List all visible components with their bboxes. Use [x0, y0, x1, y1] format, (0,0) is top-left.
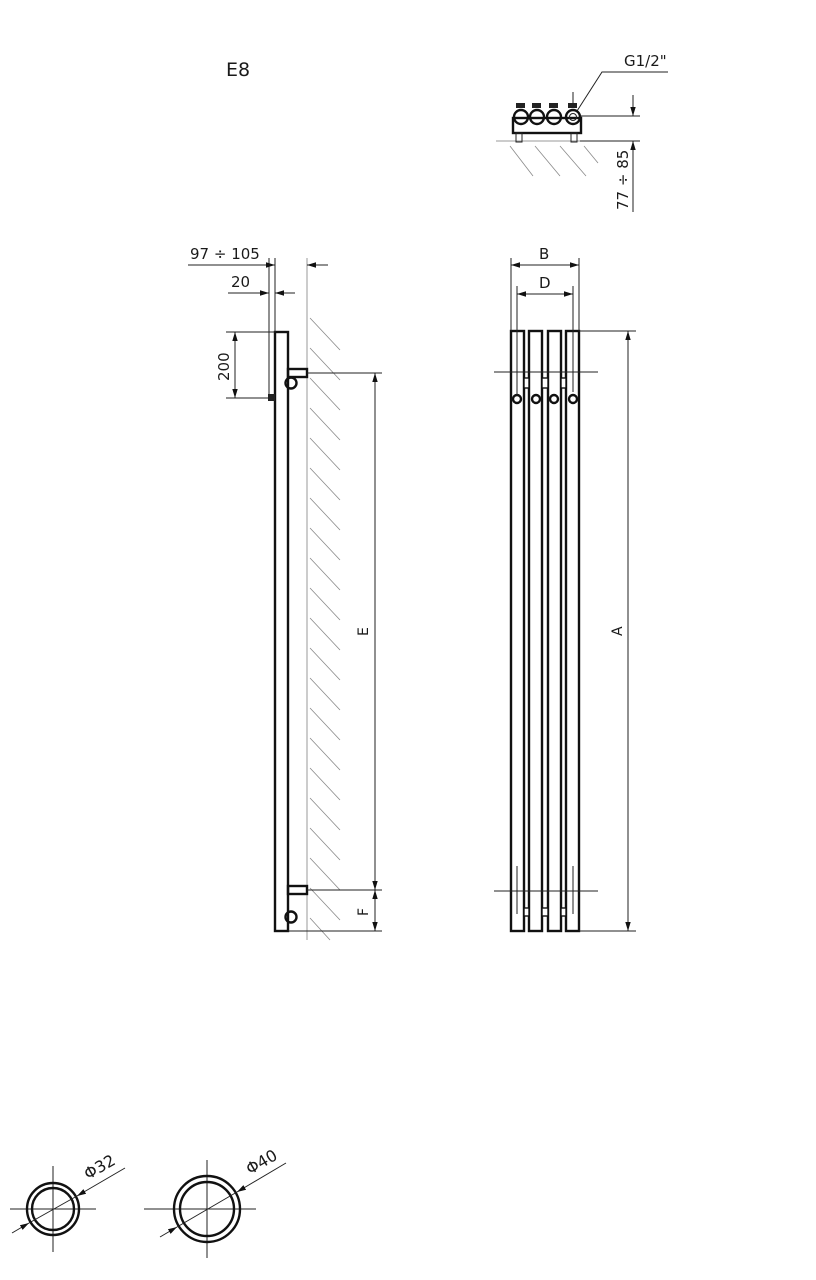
overall-depth-label: 97 ÷ 105 — [190, 245, 260, 263]
top-view: G1/2" 77 ÷ 85 — [496, 52, 668, 212]
top-offset-label: 200 — [215, 352, 233, 381]
bottom-offset-label: F — [356, 908, 372, 916]
pipe-section-40: Φ40 — [144, 1146, 287, 1258]
radiator-tubes — [509, 329, 581, 933]
pipe-diameter-32-label: Φ32 — [81, 1151, 119, 1184]
bracket-span-label: E — [356, 627, 372, 636]
radiator-side-profile — [273, 330, 290, 933]
center-width-label: D — [539, 274, 551, 292]
front-view: B D A — [494, 245, 636, 933]
depth-range-label: 77 ÷ 85 — [614, 150, 632, 210]
overall-width-label: B — [539, 245, 549, 263]
wall-hatch-side — [309, 317, 341, 941]
wall-hatch-top — [509, 145, 599, 177]
pipe-heads — [512, 92, 582, 126]
pipe-section-32: Φ32 — [10, 1151, 126, 1252]
pipe-diameter-40-label: Φ40 — [243, 1146, 281, 1179]
offset-label: 20 — [231, 273, 250, 291]
height-label: A — [610, 626, 626, 636]
model-label: E8 — [226, 59, 250, 81]
side-view: 97 ÷ 105 20 200 E F — [188, 245, 382, 941]
thread-size-label: G1/2" — [624, 52, 667, 70]
